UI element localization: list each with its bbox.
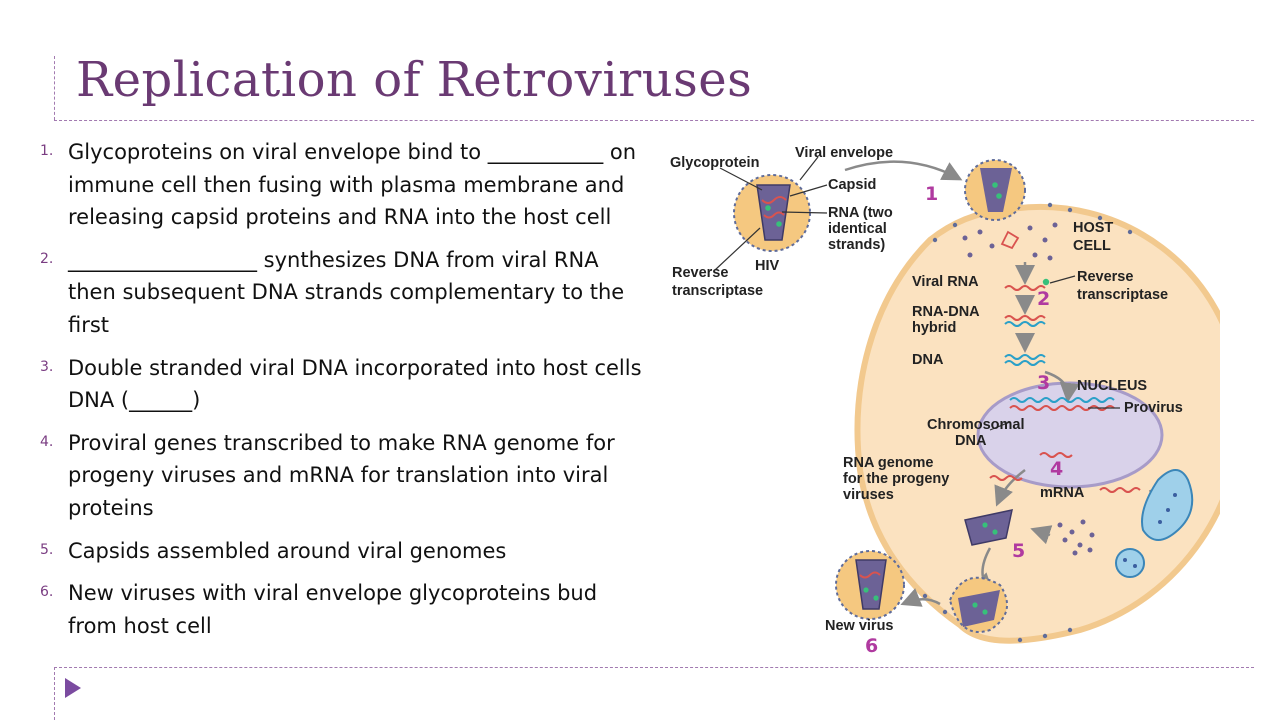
label-mrna: mRNA: [1040, 485, 1085, 501]
diagram-step-4: 4: [1050, 458, 1063, 480]
label-rna-genome-2: for the progeny: [843, 471, 949, 487]
viral-rna-strand: [1004, 285, 1046, 291]
frame-divider-top-vertical: [54, 56, 55, 120]
slide-title: Replication of Retroviruses: [76, 52, 753, 108]
step-text: New viruses with viral envelope glycopro…: [68, 581, 598, 638]
rna-dna-hybrid: [1004, 315, 1046, 327]
label-chromosomal-dna-1: Chromosomal: [927, 417, 1025, 433]
step-text: Proviral genes transcribed to make RNA g…: [68, 430, 615, 520]
new-virus: [835, 550, 905, 620]
next-slide-triangle-icon[interactable]: [65, 678, 81, 698]
label-reverse-transcriptase-left-1: Reverse: [672, 265, 728, 281]
title-divider: [54, 120, 1254, 121]
fusing-virion: [964, 159, 1026, 221]
label-rna-genome-3: viruses: [843, 487, 894, 503]
step-number: 2.: [40, 250, 54, 267]
label-new-virus: New virus: [825, 618, 894, 634]
list-item: 4. Proviral genes transcribed to make RN…: [40, 427, 650, 525]
label-rna-dna-hybrid-2: hybrid: [912, 320, 956, 336]
diagram-step-3: 3: [1037, 372, 1050, 394]
label-hiv: HIV: [755, 258, 780, 274]
label-host-cell-2: CELL: [1073, 238, 1111, 254]
viral-dna: [1004, 354, 1046, 366]
step-number: 5.: [40, 541, 54, 558]
label-reverse-transcriptase-right-2: transcriptase: [1077, 287, 1168, 303]
step-text: Double stranded viral DNA incorporated i…: [68, 355, 642, 413]
label-rna-genome-1: RNA genome: [843, 455, 934, 471]
step-text: __________________ synthesizes DNA from …: [68, 247, 625, 337]
vesicle: [1115, 548, 1145, 578]
list-item: 1. Glycoproteins on viral envelope bind …: [40, 136, 650, 234]
membrane-studs: [922, 202, 1133, 643]
endoplasmic-reticulum: [1141, 469, 1194, 541]
label-chromosomal-dna-2: DNA: [955, 433, 987, 449]
list-item: 5. Capsids assembled around viral genome…: [40, 535, 650, 568]
diagram-step-5: 5: [1012, 540, 1025, 562]
frame-divider-bottom-vertical: [54, 667, 55, 720]
label-viral-envelope: Viral envelope: [795, 145, 893, 161]
label-glycoprotein: Glycoprotein: [670, 155, 759, 171]
list-item: 3. Double stranded viral DNA incorporate…: [40, 352, 650, 417]
retrovirus-replication-diagram: Glycoprotein Viral envelope Capsid RNA (…: [670, 145, 1220, 657]
list-item: 6. New viruses with viral envelope glyco…: [40, 577, 650, 642]
step-text: Glycoproteins on viral envelope bind to …: [68, 140, 637, 230]
diagram-step-2: 2: [1037, 288, 1050, 310]
capsid-protein-dots: [962, 222, 1058, 261]
label-reverse-transcriptase-right-1: Reverse: [1077, 269, 1133, 285]
list-item: 2. __________________ synthesizes DNA fr…: [40, 244, 650, 342]
label-rna-dna-hybrid-1: RNA-DNA: [912, 304, 980, 320]
diagram-step-6: 6: [865, 635, 878, 657]
budding-virion: [948, 576, 1009, 633]
label-provirus: Provirus: [1124, 400, 1183, 416]
label-viral-rna: Viral RNA: [912, 274, 979, 290]
label-rna-line3: strands): [828, 237, 885, 253]
nucleus: [976, 381, 1164, 489]
label-dna: DNA: [912, 352, 944, 368]
step-number: 3.: [40, 358, 54, 375]
step-number: 4.: [40, 433, 54, 450]
label-rna-line2: identical: [828, 221, 887, 237]
steps-list: 1. Glycoproteins on viral envelope bind …: [40, 136, 650, 652]
label-capsid: Capsid: [828, 177, 876, 193]
viral-protein-dots: [1057, 519, 1095, 556]
step-text: Capsids assembled around viral genomes: [68, 538, 507, 563]
label-rna-line1: RNA (two: [828, 205, 893, 221]
footer-divider: [54, 667, 1254, 668]
label-nucleus: NUCLEUS: [1077, 378, 1147, 394]
label-reverse-transcriptase-left-2: transcriptase: [672, 283, 763, 299]
mrna-strand: [1099, 487, 1141, 493]
entry-arrow: [844, 160, 963, 181]
step-number: 6.: [40, 584, 54, 601]
label-host-cell-1: HOST: [1073, 220, 1113, 236]
step-number: 1.: [40, 143, 54, 159]
diagram-step-1: 1: [925, 183, 938, 205]
hiv-virion: [733, 174, 811, 252]
assembled-capsid: [964, 509, 1013, 546]
